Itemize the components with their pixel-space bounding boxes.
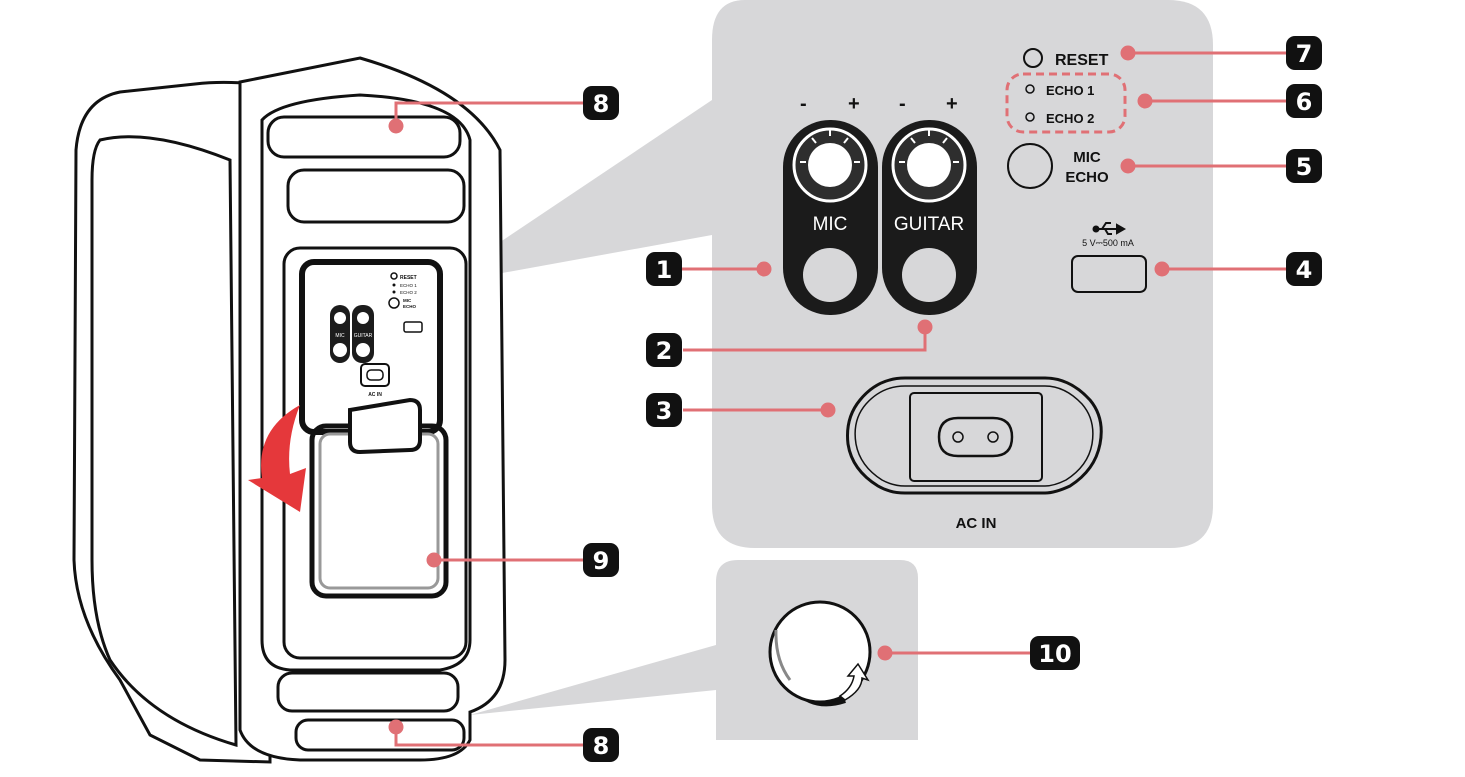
echo-led-highlight-box: [1005, 72, 1127, 134]
guitar-jack-label: GUITAR: [894, 214, 964, 235]
mic-echo-button: [1007, 143, 1053, 189]
callout-number-10: 10: [1038, 640, 1071, 668]
mini-echo2-led: [392, 290, 396, 294]
mini-guitar-label: GUITAR: [354, 333, 373, 339]
mini-ac-in-inner: [366, 369, 384, 381]
mini-ac-in-socket: [360, 363, 390, 387]
speaker-mini-io: MIC GUITAR RESET ECHO 1 ECHO 2 MIC ECHO …: [330, 272, 423, 398]
mini-reset-label: RESET: [400, 275, 417, 281]
echo1-label: ECHO 1: [1046, 83, 1094, 98]
speaker-top-handle-2: [286, 168, 466, 224]
bottom-knob-rim: [774, 629, 792, 681]
mini-knob-guitar: [357, 312, 369, 324]
mini-jack-guitar: [356, 343, 370, 357]
mini-echo1-led: [392, 283, 396, 287]
mini-mic-label: MIC: [335, 333, 345, 339]
mic-input-jack: [803, 248, 857, 302]
callout-badge-10: 10: [1030, 636, 1080, 670]
mic-echo-label-line1: MIC: [1073, 149, 1101, 166]
callout-badge-1: 1: [646, 252, 682, 286]
mini-reset-button: [390, 272, 398, 280]
echo2-led: [1025, 112, 1035, 122]
callout-badge-3: 3: [646, 393, 682, 427]
mic-knob-plus: +: [848, 93, 860, 115]
speaker-bottom-handle-2: [294, 718, 466, 752]
mini-mic-echo-label-2: ECHO: [403, 304, 417, 309]
callout-line-2: [683, 327, 927, 352]
callout-number-1: 1: [656, 256, 673, 284]
guitar-volume-knob: [907, 143, 951, 187]
callout-number-6: 6: [1296, 88, 1313, 116]
ac-in-label: AC IN: [956, 515, 997, 532]
mini-usb-port: [403, 321, 423, 333]
mic-volume-knob: [808, 143, 852, 187]
echo2-label: ECHO 2: [1046, 111, 1094, 126]
door-open-arrow: [248, 405, 306, 512]
callout-number-5: 5: [1296, 153, 1313, 181]
callout-badge-9: 9: [583, 543, 619, 577]
usb-port: [1071, 255, 1147, 293]
mini-jack-mic: [333, 343, 347, 357]
ac-in-figure8-port: [937, 416, 1014, 458]
callout-number-8-top: 8: [593, 90, 610, 118]
mini-echo2-label: ECHO 2: [400, 290, 417, 295]
ac-in-socket-ring: [854, 385, 1094, 487]
speaker-door-tab: [348, 397, 422, 455]
guitar-input-jack: [902, 248, 956, 302]
reset-label: RESET: [1055, 52, 1109, 69]
callout-number-8-bottom: 8: [593, 732, 610, 760]
callout-badges: 1 2 3 4 5 6 7 8 8 9 10: [583, 36, 1322, 762]
callout-badge-8-top: 8: [583, 86, 619, 120]
callout-number-4: 4: [1296, 256, 1313, 284]
bottom-knob: [768, 600, 872, 704]
speaker-bottom-handle-1: [276, 671, 460, 713]
speaker-side-shell: [72, 80, 272, 764]
ac-in-socket-outer: [846, 376, 1103, 495]
mini-echo1-label: ECHO 1: [400, 283, 417, 288]
guitar-knob-minus: -: [899, 93, 906, 115]
callout-lines: [388, 45, 1286, 747]
callout-number-3: 3: [656, 397, 673, 425]
callout-number-7: 7: [1296, 40, 1313, 68]
mini-knob-mic: [334, 312, 346, 324]
mini-mic-echo-label-1: MIC: [403, 298, 412, 303]
mic-knob-minus: -: [800, 93, 807, 115]
callout-badge-5: 5: [1286, 149, 1322, 183]
usb-rating-label: 5 V⎓500 mA: [1082, 238, 1134, 248]
zoomed-io-panel: - + - + MIC GUITAR RESET ECHO 1 ECHO 2 M…: [783, 48, 1147, 532]
mic-echo-label-line2: ECHO: [1065, 169, 1109, 186]
mic-knob-ticks: [800, 129, 860, 163]
ac-in-pin-right: [987, 431, 999, 443]
mini-ac-in-label: AC IN: [368, 392, 382, 398]
rotate-arrow-icon: [838, 662, 870, 701]
zoom-projection-top: [436, 100, 712, 285]
callout-line-8-top: [394, 101, 583, 126]
speaker-side-inner: [90, 135, 238, 748]
callout-badge-6: 6: [1286, 84, 1322, 118]
callout-badge-2: 2: [646, 333, 682, 367]
guitar-knob-plus: +: [946, 93, 958, 115]
speaker-top-handle-1: [266, 115, 462, 159]
zoomed-bottom-knob: [768, 600, 872, 707]
reset-button: [1023, 48, 1043, 68]
speaker-illustration: [72, 56, 507, 764]
usb-icon: [1092, 222, 1127, 235]
callout-number-2: 2: [656, 337, 673, 365]
callout-number-9: 9: [593, 547, 610, 575]
mic-jack-label: MIC: [813, 214, 848, 235]
ac-in-pin-left: [952, 431, 964, 443]
callout-badge-4: 4: [1286, 252, 1322, 286]
callout-badge-8-bottom: 8: [583, 728, 619, 762]
zoom-projection-bottom: [470, 645, 716, 715]
callout-badge-7: 7: [1286, 36, 1322, 70]
echo1-led: [1025, 84, 1035, 94]
speaker-back-inner: [260, 93, 472, 672]
mini-mic-echo-button: [388, 297, 400, 309]
ac-in-socket-face: [909, 392, 1043, 482]
guitar-knob-ticks: [899, 129, 959, 163]
